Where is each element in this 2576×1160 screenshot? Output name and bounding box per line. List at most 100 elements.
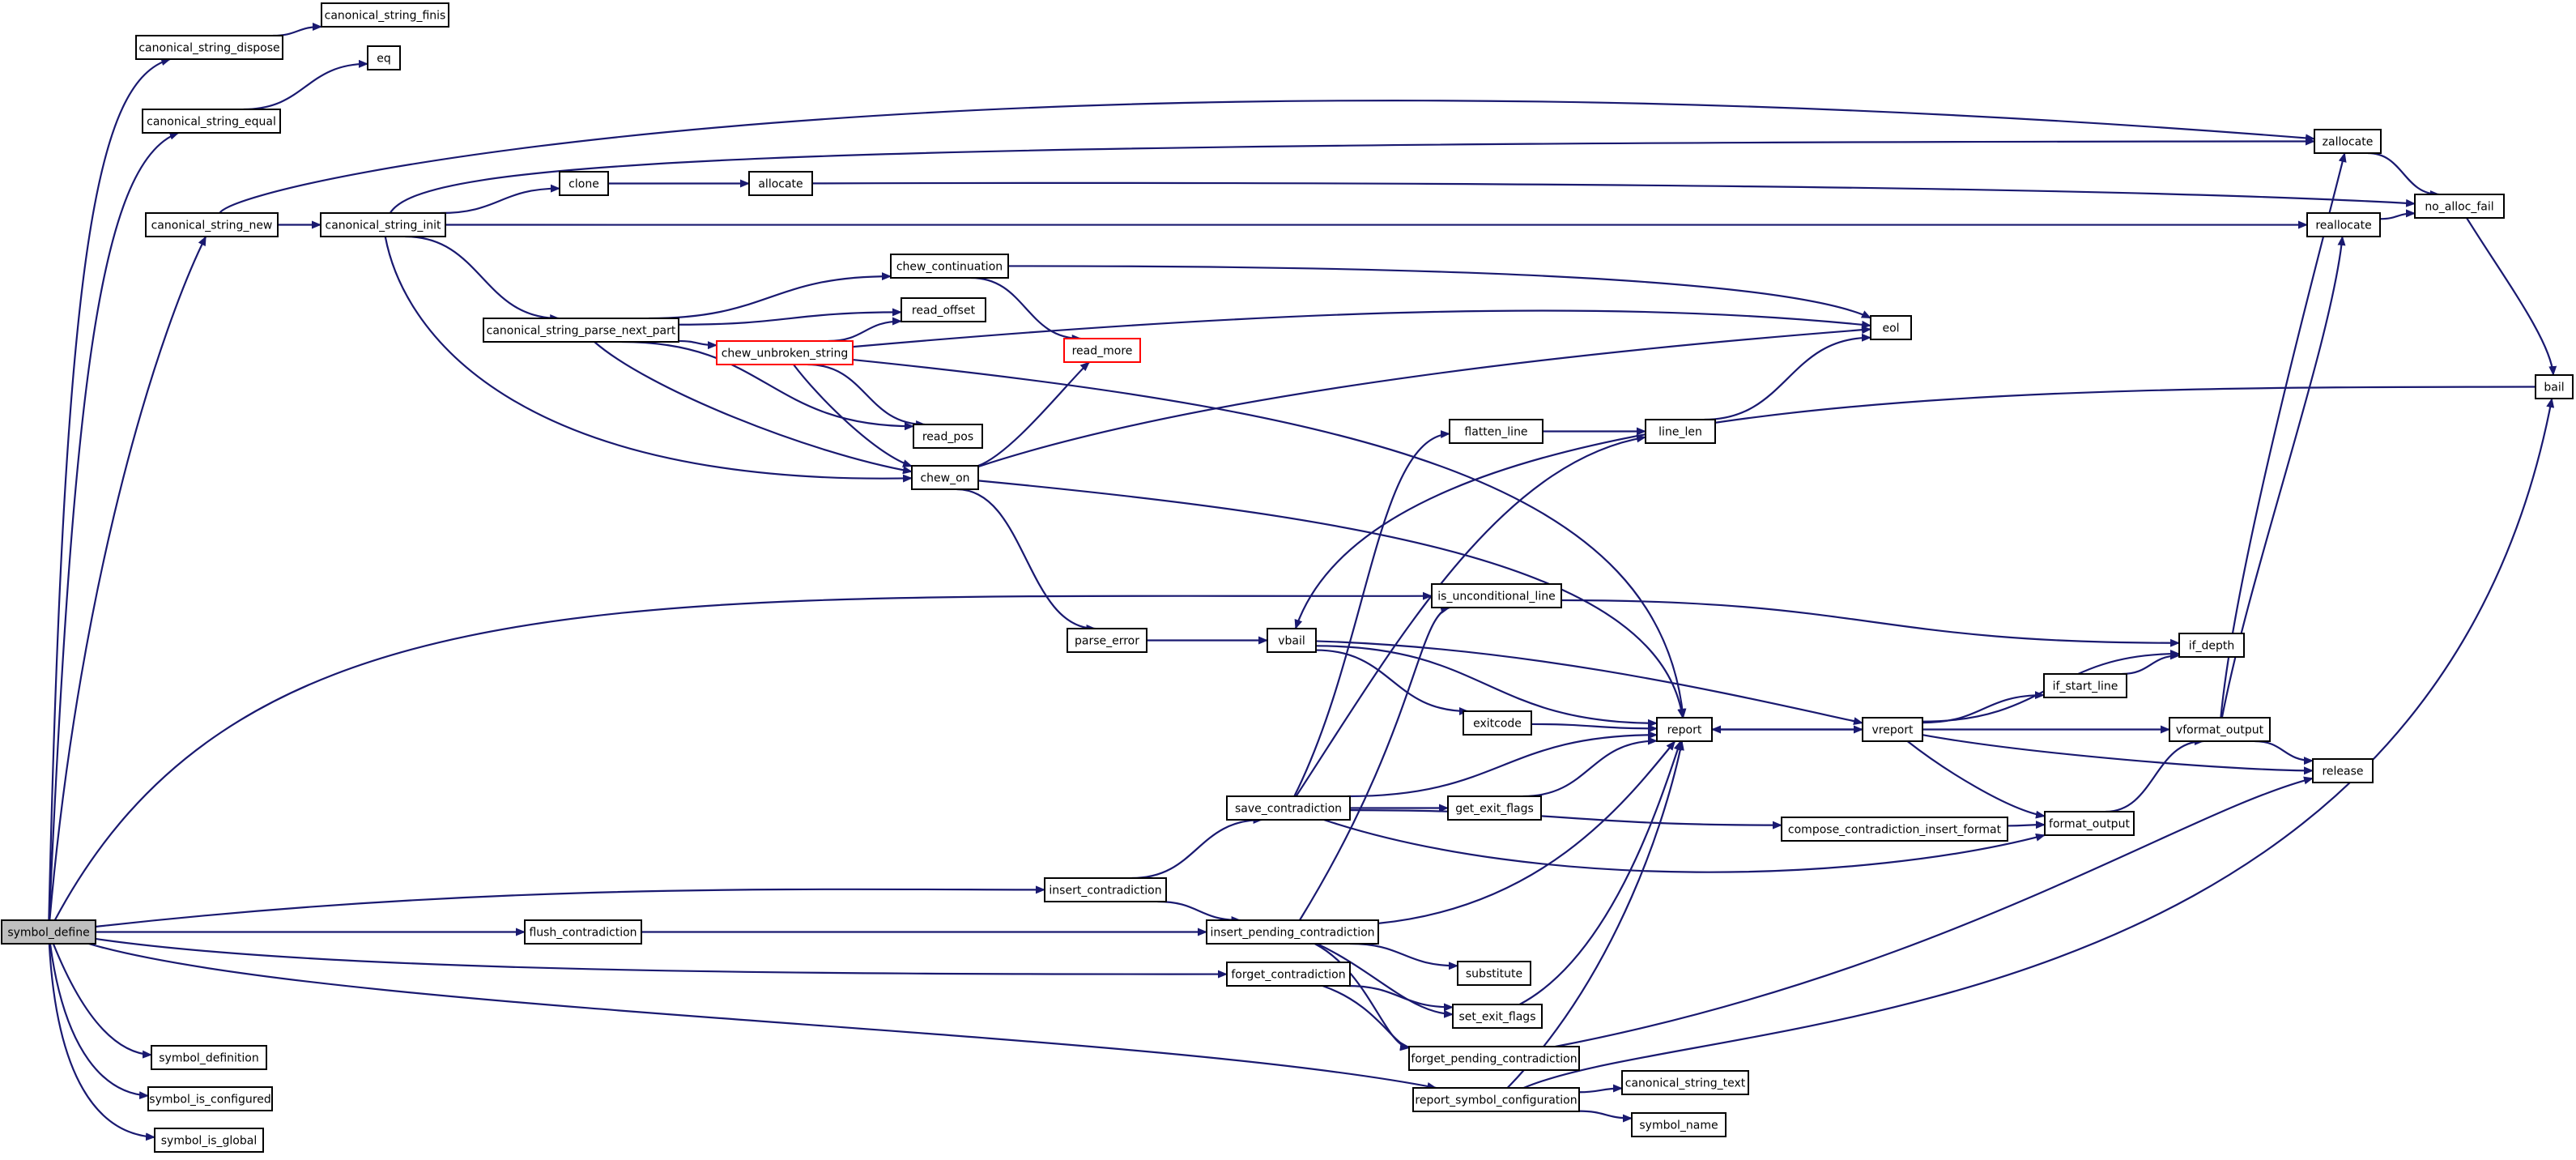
- node-box: [1431, 583, 1562, 608]
- edge-save_contradiction-to-report: [1348, 731, 1658, 798]
- node-parse_error[interactable]: parse_error: [1067, 628, 1147, 653]
- edge-symbol_define-to-canonical_string_equal: [48, 131, 180, 921]
- node-insert_contradiction[interactable]: insert_contradiction: [1044, 877, 1167, 902]
- node-symbol_definition[interactable]: symbol_definition: [151, 1045, 267, 1070]
- edge-if_start_line-to-if_depth: [2122, 651, 2180, 676]
- node-line_len[interactable]: line_len: [1645, 419, 1716, 444]
- node-canonical_string_init[interactable]: canonical_string_init: [320, 212, 446, 237]
- node-label: set_exit_flags: [1458, 1011, 1535, 1024]
- node-label: read_more: [1072, 345, 1133, 358]
- node-label: canonical_string_dispose: [138, 42, 279, 55]
- node-canonical_string_dispose[interactable]: canonical_string_dispose: [135, 35, 283, 60]
- node-box: [1631, 1112, 1727, 1137]
- node-canonical_string_new[interactable]: canonical_string_new: [145, 212, 279, 237]
- node-canonical_string_equal[interactable]: canonical_string_equal: [142, 109, 281, 134]
- node-read_pos[interactable]: read_pos: [913, 424, 983, 449]
- edge-symbol_define-to-canonical_string_new: [49, 236, 207, 921]
- edge-is_unconditional_line-to-if_depth: [1561, 599, 2180, 647]
- node-allocate[interactable]: allocate: [748, 171, 813, 196]
- edge-canonical_string_init-to-clone: [440, 184, 560, 215]
- node-forget_contradiction[interactable]: forget_contradiction: [1226, 962, 1351, 987]
- node-label: symbol_name: [1639, 1119, 1718, 1132]
- node-symbol_define[interactable]: symbol_define: [1, 919, 96, 945]
- node-exitcode[interactable]: exitcode: [1463, 710, 1532, 736]
- node-box: [2312, 758, 2374, 783]
- node-label: vbail: [1278, 635, 1305, 648]
- node-label: forget_pending_contradiction: [1411, 1053, 1577, 1066]
- node-flush_contradiction[interactable]: flush_contradiction: [524, 919, 642, 945]
- node-canonical_string_parse_next_part[interactable]: canonical_string_parse_next_part: [483, 318, 679, 343]
- node-canonical_string_finis[interactable]: canonical_string_finis: [321, 2, 449, 28]
- edge-symbol_define-to-symbol_definition: [52, 943, 152, 1059]
- node-canonical_string_text[interactable]: canonical_string_text: [1621, 1070, 1749, 1095]
- node-label: forget_contradiction: [1231, 969, 1345, 982]
- node-symbol_is_global[interactable]: symbol_is_global: [154, 1128, 264, 1153]
- node-label: flatten_line: [1464, 426, 1527, 439]
- node-insert_pending_contradiction[interactable]: insert_pending_contradiction: [1206, 919, 1379, 945]
- node-box: [1645, 419, 1716, 444]
- node-no_alloc_fail[interactable]: no_alloc_fail: [2414, 194, 2505, 219]
- node-eq[interactable]: eq: [367, 45, 401, 70]
- node-read_offset[interactable]: read_offset: [901, 297, 986, 322]
- node-flatten_line[interactable]: flatten_line: [1449, 419, 1543, 444]
- node-eol[interactable]: eol: [1870, 315, 1912, 340]
- edge-layer: [48, 22, 2557, 1141]
- node-save_contradiction[interactable]: save_contradiction: [1226, 795, 1351, 821]
- node-clone[interactable]: clone: [559, 171, 609, 196]
- node-set_exit_flags[interactable]: set_exit_flags: [1452, 1004, 1543, 1029]
- node-vformat_output[interactable]: vformat_output: [2169, 717, 2271, 742]
- node-read_more[interactable]: read_more: [1063, 338, 1141, 363]
- node-label: symbol_definition: [159, 1052, 258, 1065]
- node-is_unconditional_line[interactable]: is_unconditional_line: [1431, 583, 1562, 608]
- node-vbail[interactable]: vbail: [1267, 628, 1317, 653]
- node-box: [524, 919, 642, 945]
- node-vreport[interactable]: vreport: [1862, 717, 1923, 742]
- node-symbol_name[interactable]: symbol_name: [1631, 1112, 1727, 1137]
- edge-chew_unbroken_string-to-chew_on: [793, 364, 913, 467]
- edge-canonical_string_equal-to-eq: [243, 59, 368, 111]
- edge-no_alloc_fail-to-bail: [2466, 217, 2557, 376]
- node-substitute[interactable]: substitute: [1457, 961, 1531, 986]
- edge-canonical_string_parse_next_part-to-read_offset: [678, 308, 902, 326]
- edge-forget_contradiction-to-set_exit_flags: [1346, 984, 1454, 1012]
- node-release[interactable]: release: [2312, 758, 2374, 783]
- edge-save_contradiction-to-compose_contradiction_insert_format: [1349, 809, 1782, 829]
- node-label: canonical_string_init: [326, 220, 441, 232]
- node-forget_pending_contradiction[interactable]: forget_pending_contradiction: [1408, 1046, 1580, 1071]
- node-box: [2169, 717, 2271, 742]
- node-chew_on[interactable]: chew_on: [911, 465, 979, 490]
- node-format_output[interactable]: format_output: [2044, 811, 2135, 836]
- node-if_start_line[interactable]: if_start_line: [2043, 673, 2127, 698]
- node-report_symbol_configuration[interactable]: report_symbol_configuration: [1412, 1087, 1580, 1112]
- node-symbol_is_configured[interactable]: symbol_is_configured: [147, 1086, 273, 1111]
- node-get_exit_flags[interactable]: get_exit_flags: [1447, 795, 1542, 821]
- node-compose_contradiction_insert_format[interactable]: compose_contradiction_insert_format: [1781, 817, 2008, 842]
- edge-chew_on-to-report: [977, 480, 1686, 719]
- node-chew_continuation[interactable]: chew_continuation: [890, 254, 1009, 279]
- node-box: [1463, 710, 1532, 736]
- edge-vreport-to-if_start_line: [1922, 691, 2045, 724]
- edge-get_exit_flags-to-report: [1522, 736, 1658, 798]
- node-box: [1226, 962, 1351, 987]
- edge-bail-to-vbail: [1294, 386, 2536, 629]
- node-if_depth[interactable]: if_depth: [2178, 633, 2245, 658]
- node-label: if_start_line: [2053, 680, 2118, 693]
- edge-insert_pending_contradiction-to-report: [1377, 740, 1676, 924]
- node-box: [1656, 717, 1713, 742]
- edge-allocate-to-no_alloc_fail: [811, 181, 2416, 207]
- node-reallocate[interactable]: reallocate: [2306, 212, 2381, 237]
- node-label: substitute: [1466, 968, 1522, 981]
- node-report[interactable]: report: [1656, 717, 1713, 742]
- edge-chew_continuation-to-read_more: [970, 276, 1082, 343]
- node-zallocate[interactable]: zallocate: [2314, 129, 2382, 154]
- node-box: [2306, 212, 2381, 237]
- edge-vreport-to-release: [1922, 734, 2314, 775]
- node-box: [367, 45, 401, 70]
- node-bail[interactable]: bail: [2535, 374, 2574, 399]
- node-label: reallocate: [2315, 220, 2371, 232]
- node-label: if_depth: [2189, 640, 2235, 653]
- node-box: [1452, 1004, 1543, 1029]
- edge-symbol_define-to-forget_contradiction: [95, 937, 1228, 979]
- node-chew_unbroken_string[interactable]: chew_unbroken_string: [716, 340, 854, 365]
